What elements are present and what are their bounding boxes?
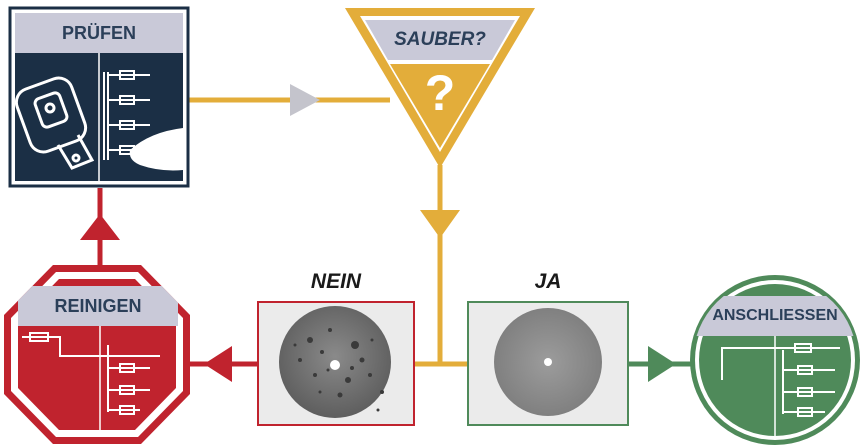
- sauber-label: SAUBER?: [394, 29, 486, 50]
- hand-icon: [129, 128, 183, 171]
- pruefen-node: [8, 6, 190, 188]
- anschliessen-label: ANSCHLIESSEN: [712, 307, 838, 324]
- pruefen-label: PRÜFEN: [61, 23, 136, 43]
- arrow-down-decision: [420, 210, 460, 238]
- arrow-to-anschliessen: [648, 346, 676, 382]
- reinigen-node: [4, 265, 190, 444]
- fiber-cable-icon: [103, 70, 150, 160]
- dirty-fiber-endface: [257, 301, 415, 426]
- ja-label: JA: [534, 270, 562, 293]
- anschliessen-node: [690, 275, 860, 445]
- fiber-cable-icon: [22, 332, 160, 415]
- arrow-to-pruefen: [80, 214, 120, 240]
- fiber-cable-icon: [721, 343, 840, 417]
- arrow-to-reinigen: [204, 346, 232, 382]
- inspection-scope-icon: [14, 76, 95, 170]
- clean-fiber-endface: [467, 301, 629, 426]
- arrow-to-sauber: [290, 84, 320, 116]
- nein-label: NEIN: [310, 270, 362, 293]
- sauber-decision-node: [345, 8, 535, 168]
- question-mark-icon: ?: [424, 65, 456, 121]
- reinigen-label: REINIGEN: [54, 296, 142, 316]
